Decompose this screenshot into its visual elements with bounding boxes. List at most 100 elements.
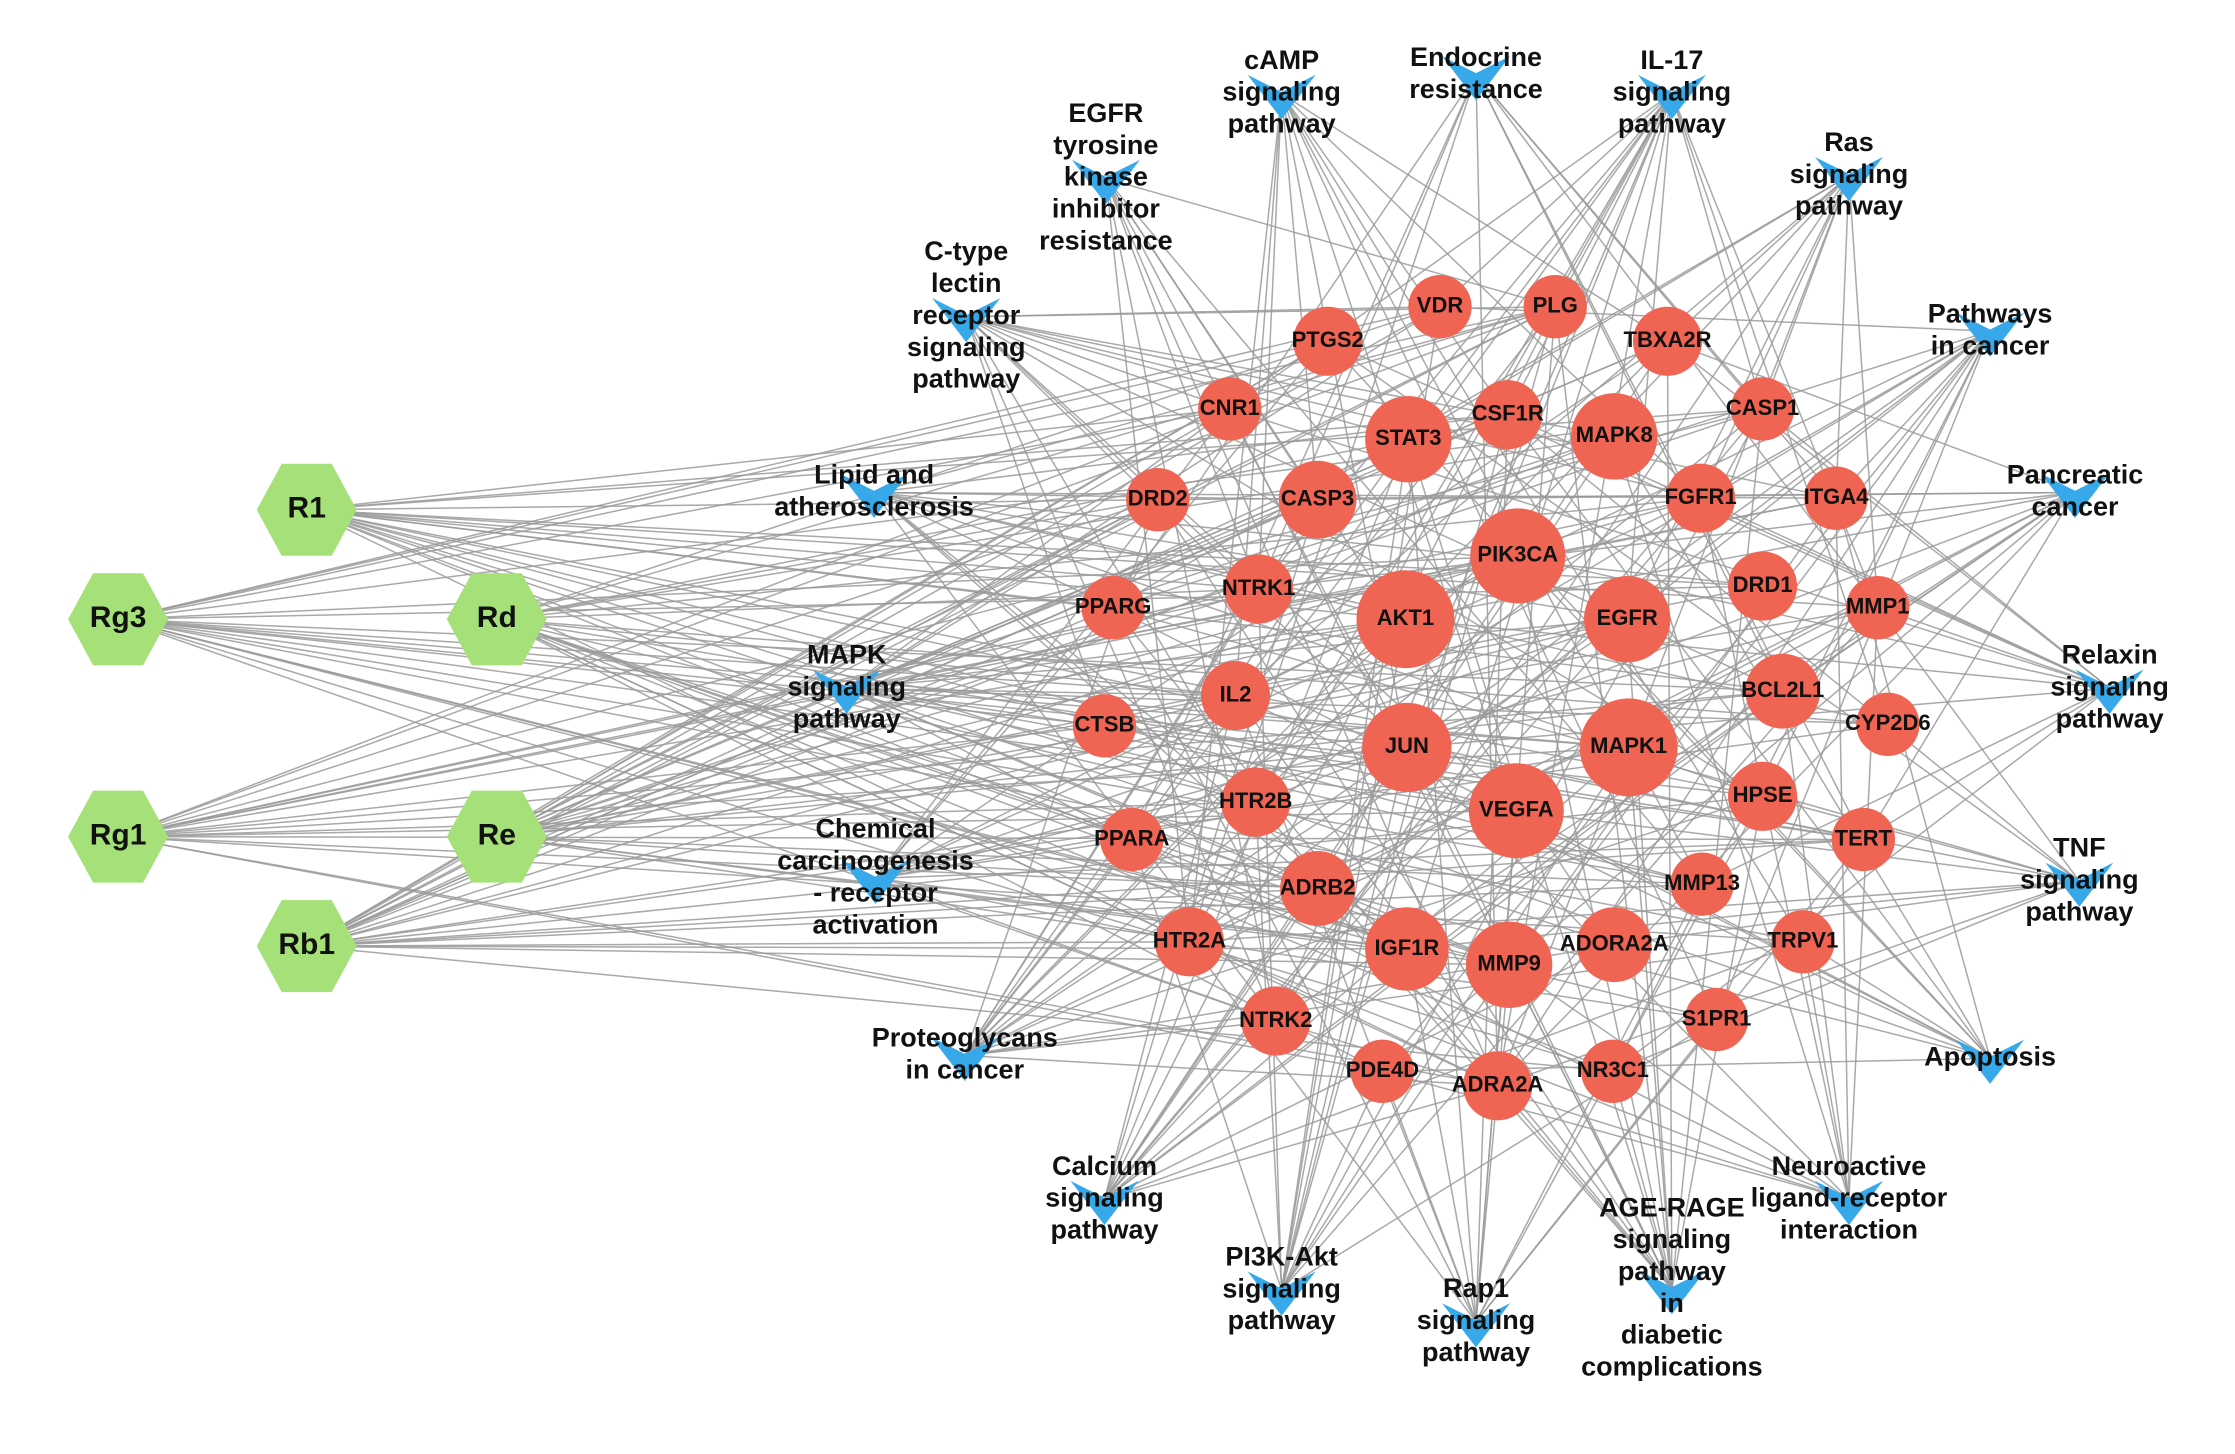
edge-pathway-target <box>1762 408 2111 689</box>
target-node[interactable]: VDR <box>1408 275 1472 339</box>
target-node[interactable]: TBXA2R <box>1624 306 1712 376</box>
compound-node[interactable]: R1 <box>256 463 357 556</box>
circle-icon <box>1771 910 1835 974</box>
target-node[interactable]: PTGS2 <box>1292 306 1364 376</box>
edge-compound-target <box>306 509 1703 885</box>
edge-compound-target <box>117 618 1517 812</box>
target-node[interactable]: CNR1 <box>1198 377 1262 441</box>
target-node[interactable]: STAT3 <box>1365 396 1452 483</box>
target-node[interactable]: PPARA <box>1094 807 1170 872</box>
target-node[interactable]: ADRB2 <box>1280 851 1356 926</box>
compound-node[interactable]: Rg1 <box>68 790 169 883</box>
target-node[interactable]: NTRK2 <box>1239 986 1313 1056</box>
target-node[interactable]: CYP2D6 <box>1845 692 1931 756</box>
edge-compound-target <box>117 408 1763 620</box>
target-node[interactable]: CTSB <box>1072 694 1137 758</box>
target-node[interactable]: NTRK1 <box>1222 554 1295 624</box>
pathway-node[interactable]: Apoptosis <box>1924 1039 2056 1084</box>
edge-compound-target <box>117 408 1231 838</box>
node-label-line: Apoptosis <box>1924 1042 2056 1072</box>
target-node[interactable]: CSF1R <box>1472 380 1544 450</box>
target-node[interactable]: NR3C1 <box>1577 1039 1649 1104</box>
target-node[interactable]: DRD1 <box>1728 551 1798 621</box>
edge-pathway-target <box>965 316 1106 727</box>
compound-label: Rg3 <box>90 601 147 634</box>
target-node[interactable]: PLG <box>1523 275 1587 339</box>
node-label-line: TNF <box>2053 833 2105 863</box>
target-node[interactable]: TERT <box>1831 807 1896 872</box>
edge-pathway-target <box>1515 810 1991 1060</box>
target-node[interactable]: ADRA2A <box>1452 1051 1544 1121</box>
target-node[interactable]: HTR2B <box>1219 767 1292 837</box>
target-node[interactable]: BCL2L1 <box>1741 653 1824 729</box>
target-node[interactable]: MAPK8 <box>1571 393 1658 480</box>
edge-compound-target <box>496 618 1614 1073</box>
compound-node[interactable]: Re <box>446 790 547 883</box>
node-label-line: MAPK8 <box>1576 422 1653 447</box>
compound-node[interactable]: Rd <box>446 573 547 666</box>
target-node[interactable]: EGFR <box>1584 576 1671 663</box>
node-label-line: signaling <box>907 332 1026 362</box>
edge-pathway-target <box>1103 408 1764 1200</box>
compound-node[interactable]: Rb1 <box>256 900 357 993</box>
hexagon-icon <box>256 463 357 556</box>
target-label: MAPK8 <box>1576 422 1653 447</box>
target-node[interactable]: AKT1 <box>1356 570 1455 669</box>
target-node[interactable]: ADORA2A <box>1560 907 1669 983</box>
target-node[interactable]: PIK3CA <box>1470 508 1566 604</box>
target-label: S1PR1 <box>1682 1005 1752 1030</box>
target-node[interactable]: MMP9 <box>1465 921 1553 1008</box>
edge-compound-target <box>117 588 1259 838</box>
target-node[interactable]: FGFR1 <box>1665 463 1737 533</box>
node-label-line: signaling <box>2020 864 2139 894</box>
target-node[interactable]: TRPV1 <box>1767 910 1838 974</box>
compound-node[interactable]: Rg3 <box>68 573 169 666</box>
edge-pathway-target <box>1105 178 1260 590</box>
target-node[interactable]: CASP1 <box>1726 377 1799 441</box>
edge-pathway-target <box>846 687 1133 841</box>
target-node[interactable]: PPARG <box>1075 576 1152 640</box>
node-label-line: ADORA2A <box>1560 930 1669 955</box>
target-node[interactable]: HPSE <box>1728 761 1798 831</box>
edge-compound-target <box>496 306 1556 838</box>
target-node[interactable]: HTR2A <box>1153 907 1226 977</box>
target-node[interactable]: JUN <box>1362 702 1452 792</box>
target-node[interactable]: DRD2 <box>1126 468 1190 532</box>
target-node[interactable]: MAPK1 <box>1579 698 1678 797</box>
target-node[interactable]: S1PR1 <box>1682 987 1752 1052</box>
edge-pathway-target <box>1475 883 1703 1323</box>
target-node[interactable]: ITGA4 <box>1804 466 1870 530</box>
target-node[interactable]: MMP1 <box>1846 576 1910 640</box>
target-node[interactable]: PDE4D <box>1346 1039 1419 1104</box>
target-node[interactable]: CASP3 <box>1278 460 1357 539</box>
target-node[interactable]: MMP13 <box>1664 852 1740 916</box>
edge-compound-target <box>306 509 1259 590</box>
target-node[interactable]: VEGFA <box>1468 763 1564 859</box>
target-node[interactable]: IGF1R <box>1365 907 1449 991</box>
v-arrow-icon <box>1814 156 1883 202</box>
target-node[interactable]: IL2 <box>1200 660 1271 731</box>
node-label-line: pathway <box>2056 703 2164 733</box>
circle-icon <box>1221 767 1291 837</box>
